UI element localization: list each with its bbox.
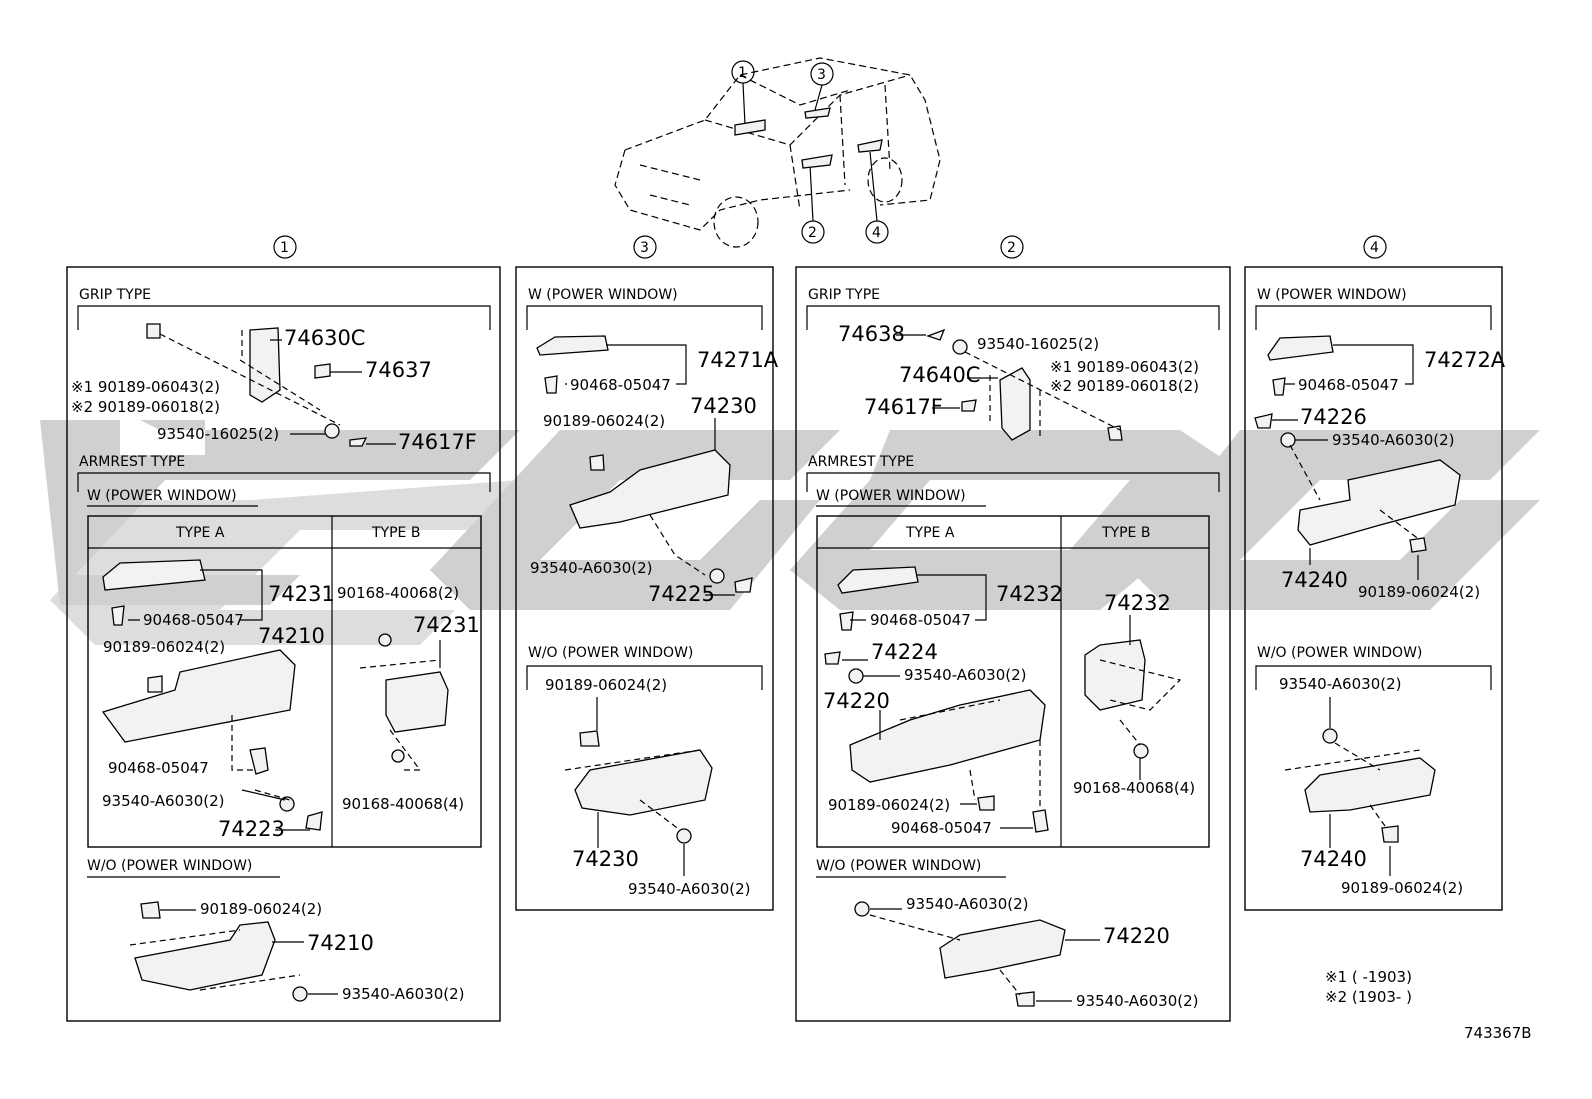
panel-1-number: 1: [280, 240, 289, 256]
pn-90189-06043: ※1 90189-06043(2): [71, 378, 220, 396]
pn-74240-w: 74240: [1281, 568, 1348, 592]
pn-90168-40068-b: 90168-40068(2): [337, 584, 459, 602]
type-b-label-2: TYPE B: [1101, 525, 1150, 541]
pn-93540-A6030-3wo: 93540-A6030(2): [628, 880, 750, 898]
pn-93540-A6030-2a: 93540-A6030(2): [904, 666, 1026, 684]
pn-90468-05047-a2: 90468-05047: [108, 759, 209, 777]
pn-93540-A6030-2wo2: 93540-A6030(2): [1076, 992, 1198, 1010]
panel-2: 2 GRIP TYPE 74638 93540-16025(2) 74640C …: [795, 235, 1231, 1022]
pn-90189-06024-wo: 90189-06024(2): [200, 900, 322, 918]
pn-74210-a: 74210: [258, 624, 325, 648]
pn-90468-05047-4: 90468-05047: [1298, 376, 1399, 394]
footnote-1: ※1 ( -1903): [1325, 968, 1412, 986]
pn-90189-06024-3wo: 90189-06024(2): [545, 676, 667, 694]
panel-4: 4 W (POWER WINDOW) 74272A 90468-05047 74…: [1244, 235, 1506, 911]
pn-93540-A6030-a: 93540-A6030(2): [102, 792, 224, 810]
pn-74271A: 74271A: [697, 348, 779, 372]
pn-90468-05047-2a2: 90468-05047: [891, 819, 992, 837]
pn-90189-06024-2a: 90189-06024(2): [828, 796, 950, 814]
pn-74638: 74638: [838, 322, 905, 346]
pn-74230-wo: 74230: [572, 847, 639, 871]
pn-90189-06024-3: 90189-06024(2): [543, 412, 665, 430]
w-power-window-label-2: W (POWER WINDOW): [816, 488, 966, 504]
wo-power-window-label: W/O (POWER WINDOW): [87, 858, 252, 874]
svg-text:1: 1: [738, 65, 747, 81]
armrest-type-label-2: ARMREST TYPE: [808, 454, 914, 470]
pn-90189-06024-4wo: 90189-06024(2): [1341, 879, 1463, 897]
grip-type-label: GRIP TYPE: [79, 287, 151, 303]
pn-93540-16025-2: 93540-16025(2): [977, 335, 1099, 353]
pn-90189-06024-4: 90189-06024(2): [1358, 583, 1480, 601]
pn-74231-a: 74231: [268, 582, 335, 606]
pn-90468-05047-2a: 90468-05047: [870, 611, 971, 629]
pn-90189-06043-2: ※1 90189-06043(2): [1050, 358, 1199, 376]
wo-power-window-label-2: W/O (POWER WINDOW): [816, 858, 981, 874]
pn-74617F-2: 74617F: [864, 395, 943, 419]
pn-74617F: 74617F: [398, 430, 477, 454]
footnote-2: ※2 (1903- ): [1325, 988, 1412, 1006]
pn-74210-wo: 74210: [307, 931, 374, 955]
pn-90468-05047-3: 90468-05047: [570, 376, 671, 394]
watermark-logo: [40, 420, 1540, 645]
pn-93540-A6030-2wo: 93540-A6030(2): [906, 895, 1028, 913]
vehicle-sketch: [614, 57, 941, 248]
pn-74640C: 74640C: [899, 363, 980, 387]
w-power-window-label-4: W (POWER WINDOW): [1257, 287, 1407, 303]
pn-90189-06018: ※2 90189-06018(2): [71, 398, 220, 416]
grip-type-label-2: GRIP TYPE: [808, 287, 880, 303]
pn-90168-40068-2b: 90168-40068(4): [1073, 779, 1195, 797]
panel-3: 3 W (POWER WINDOW) 74271A 90468-05047 90…: [515, 235, 779, 911]
pn-74225: 74225: [648, 582, 715, 606]
pn-74630C: 74630C: [284, 326, 365, 350]
pn-74226: 74226: [1300, 405, 1367, 429]
panel-3-number: 3: [640, 240, 649, 256]
pn-74232-b: 74232: [1104, 591, 1171, 615]
panel-4-number: 4: [1370, 240, 1379, 256]
pn-93540-A6030-4: 93540-A6030(2): [1332, 431, 1454, 449]
type-a-label: TYPE A: [175, 525, 225, 541]
w-power-window-label: W (POWER WINDOW): [87, 488, 237, 504]
pn-90189-06024-a: 90189-06024(2): [103, 638, 225, 656]
wo-power-window-label-4: W/O (POWER WINDOW): [1257, 645, 1422, 661]
type-a-label-2: TYPE A: [905, 525, 955, 541]
svg-text:2: 2: [808, 225, 817, 241]
footnotes: ※1 ( -1903) ※2 (1903- ) 743367B: [1325, 968, 1532, 1042]
pn-93540-A6030-3: 93540-A6030(2): [530, 559, 652, 577]
pn-90189-06018-2: ※2 90189-06018(2): [1050, 377, 1199, 395]
pn-74230-w: 74230: [690, 394, 757, 418]
pn-74232-a: 74232: [996, 582, 1063, 606]
pn-74272A: 74272A: [1424, 348, 1506, 372]
armrest-type-label: ARMREST TYPE: [79, 454, 185, 470]
pn-74231-b: 74231: [413, 613, 480, 637]
pn-93540-A6030-wo: 93540-A6030(2): [342, 985, 464, 1003]
svg-text:4: 4: [872, 225, 881, 241]
pn-74224: 74224: [871, 640, 938, 664]
pn-90168-40068-b4: 90168-40068(4): [342, 795, 464, 813]
svg-text:3: 3: [817, 67, 826, 83]
vehicle-callouts: 1 3 2 4: [731, 60, 889, 244]
pn-90468-05047-a: 90468-05047: [143, 611, 244, 629]
pn-74220-a: 74220: [823, 689, 890, 713]
panel-2-number: 2: [1007, 240, 1016, 256]
wo-power-window-label-3: W/O (POWER WINDOW): [528, 645, 693, 661]
pn-74220-wo: 74220: [1103, 924, 1170, 948]
pn-74240-wo: 74240: [1300, 847, 1367, 871]
pn-93540-16025: 93540-16025(2): [157, 425, 279, 443]
figure-code: 743367B: [1464, 1024, 1532, 1042]
pn-74223: 74223: [218, 817, 285, 841]
panel-1: 1 GRIP TYPE 74630C 74637 ※1 90189-06043(…: [66, 235, 501, 1022]
pn-93540-A6030-4wo: 93540-A6030(2): [1279, 675, 1401, 693]
w-power-window-label-3: W (POWER WINDOW): [528, 287, 678, 303]
type-b-label: TYPE B: [371, 525, 420, 541]
pn-74637: 74637: [365, 358, 432, 382]
